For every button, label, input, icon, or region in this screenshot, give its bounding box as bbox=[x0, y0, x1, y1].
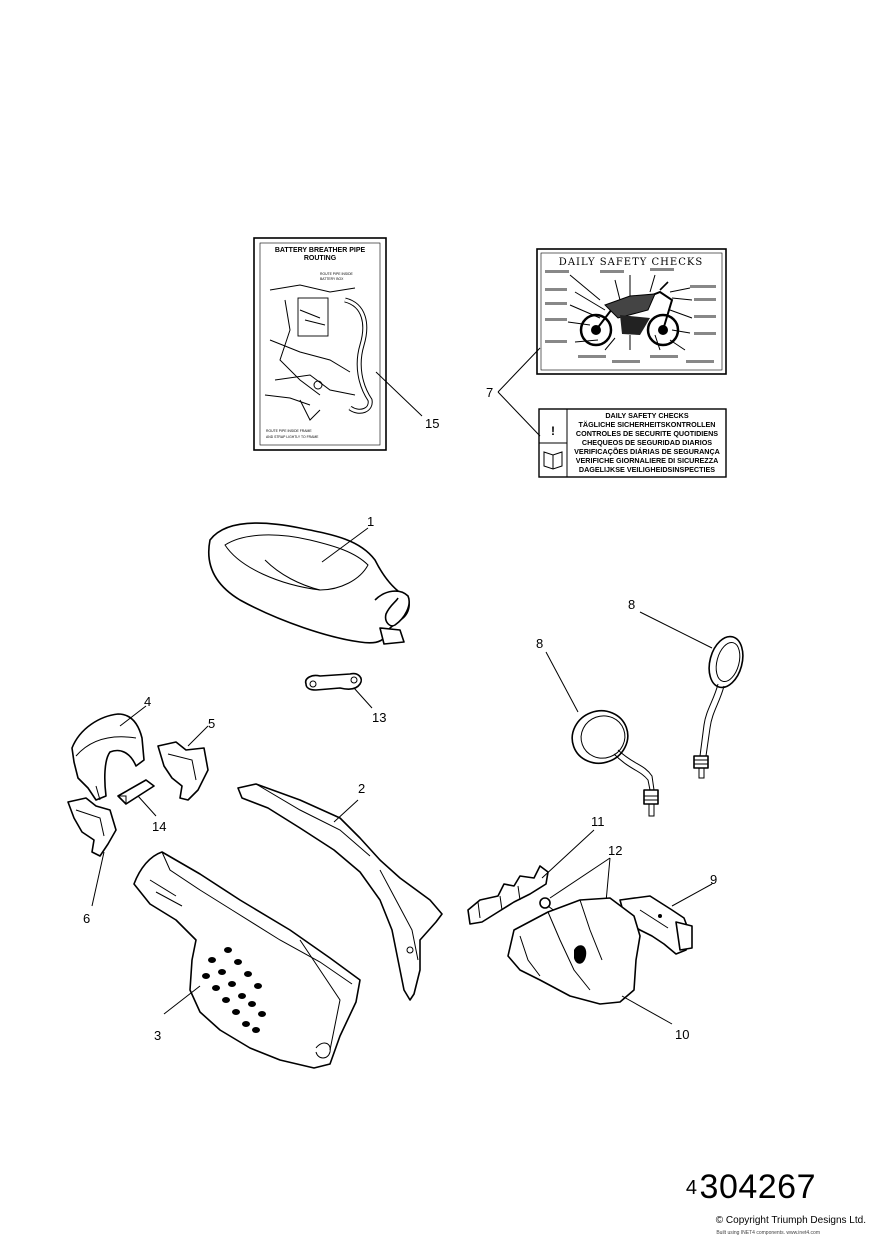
drawing-prefix: 4 bbox=[685, 1177, 698, 1199]
multi-line-4: CHEQUEOS DE SEGURIDAD DIARIOS bbox=[582, 438, 712, 447]
battery-label-note-top-2: BATTERY BOX bbox=[320, 277, 344, 281]
multi-line-7: DAGELIJKSE VEILIGHEIDSINSPECTIES bbox=[579, 465, 715, 474]
rubber-block[interactable] bbox=[117, 779, 155, 805]
callout-11: 11 bbox=[591, 814, 605, 829]
seat[interactable] bbox=[208, 522, 410, 645]
callout-2: 2 bbox=[358, 781, 365, 796]
battery-routing-drawing bbox=[264, 284, 373, 421]
callout-4: 4 bbox=[144, 694, 151, 709]
mounting-strip[interactable] bbox=[467, 865, 549, 925]
callout-8a: 8 bbox=[536, 636, 543, 651]
callout-15: 15 bbox=[425, 416, 439, 431]
mirror-right[interactable] bbox=[693, 633, 748, 779]
side-rail[interactable] bbox=[237, 783, 443, 1001]
builder-credit: Built using INET4 components. www.inet4.… bbox=[716, 1230, 820, 1236]
callout-1: 1 bbox=[367, 514, 374, 529]
callout-6: 6 bbox=[83, 911, 90, 926]
copyright-notice: © Copyright Triumph Designs Ltd. bbox=[715, 1215, 866, 1226]
battery-label-title-1: BATTERY BREATHER PIPE bbox=[275, 247, 366, 254]
under-tray[interactable] bbox=[507, 897, 641, 1005]
multi-line-6: VERIFICHE GIORNALIERE DI SICUREZZA bbox=[576, 456, 719, 465]
mirror-left[interactable] bbox=[565, 703, 659, 817]
callout-14: 14 bbox=[152, 819, 166, 834]
callout-5: 5 bbox=[208, 716, 215, 731]
bracket-5[interactable] bbox=[157, 741, 209, 801]
safety-checks-label-multilingual[interactable]: ! DAILY SAFETY CHECKS TÄGLICHE SICHERHEI… bbox=[538, 408, 727, 478]
multi-line-2: TÄGLICHE SICHERHEITSKONTROLLEN bbox=[579, 420, 716, 429]
battery-label-title-2: ROUTING bbox=[304, 255, 337, 262]
drawing-number-value: 304267 bbox=[699, 1168, 816, 1206]
side-panel[interactable] bbox=[133, 851, 361, 1069]
callout-13: 13 bbox=[372, 710, 386, 725]
battery-label-note-bottom-1: ROUTE PIPE INSIDE FRAME bbox=[266, 429, 312, 433]
bracket-6[interactable] bbox=[67, 797, 117, 857]
callout-12: 12 bbox=[608, 843, 622, 858]
book-icon bbox=[543, 451, 563, 470]
battery-breather-label[interactable]: BATTERY BREATHER PIPE ROUTING ROUTE PIPE… bbox=[253, 237, 387, 451]
callout-10: 10 bbox=[675, 1027, 689, 1042]
safety-label-en-notes bbox=[545, 268, 716, 363]
cover-panel[interactable] bbox=[71, 713, 145, 801]
multi-line-5: VERIFICAÇÕES DIÁRIAS DE SEGURANÇA bbox=[574, 447, 720, 456]
seat-strap[interactable] bbox=[304, 672, 363, 691]
callout-8b: 8 bbox=[628, 597, 635, 612]
callout-9: 9 bbox=[710, 872, 717, 887]
drawing-number: 4304267 bbox=[686, 1168, 816, 1207]
battery-label-note-bottom-2: AND STRAP LIGHTLY TO FRAME bbox=[266, 435, 319, 439]
battery-label-note-top-1: ROUTE PIPE INSIDE bbox=[320, 272, 354, 276]
callout-7: 7 bbox=[486, 385, 493, 400]
safety-checks-label-en[interactable]: DAILY SAFETY CHECKS bbox=[536, 248, 727, 375]
multi-line-1: DAILY SAFETY CHECKS bbox=[605, 411, 689, 420]
callout-3: 3 bbox=[154, 1028, 161, 1043]
warning-exclamation-icon: ! bbox=[551, 424, 555, 438]
safety-label-en-title: DAILY SAFETY CHECKS bbox=[559, 257, 703, 268]
vent-holes bbox=[202, 947, 266, 1033]
multi-line-3: CONTROLES DE SECURITE QUOTIDIENS bbox=[576, 429, 718, 438]
